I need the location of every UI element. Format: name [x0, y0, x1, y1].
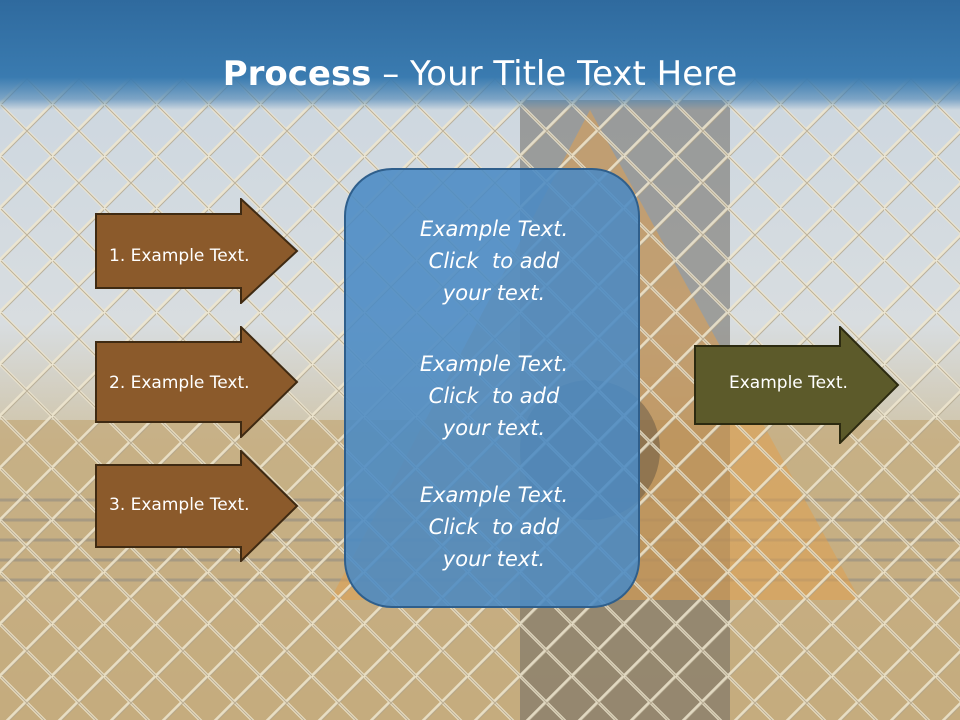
title-band	[0, 0, 960, 110]
arrow-step-3-label: 3. Example Text.	[109, 495, 250, 515]
title-bold: Process	[222, 54, 372, 94]
text-block-1-line-1: Example Text.	[419, 217, 569, 241]
text-block-3-line-1: Example Text.	[419, 483, 569, 507]
arrow-step-1[interactable]: 1. Example Text.	[95, 198, 299, 304]
arrow-output[interactable]: Example Text.	[694, 326, 900, 444]
title-rest: – Your Title Text Here	[371, 54, 738, 94]
text-block-3-line-3: your text.	[442, 547, 546, 571]
page-title[interactable]: Process – Your Title Text Here	[0, 52, 960, 96]
arrow-output-label: Example Text.	[729, 373, 848, 393]
arrow-step-3[interactable]: 3. Example Text.	[95, 450, 299, 562]
text-block-2-line-1: Example Text.	[419, 352, 569, 376]
text-block-2-line-3: your text.	[442, 416, 546, 440]
text-block-3: Example Text. Click to add your text.	[346, 479, 642, 575]
center-text-box[interactable]: Example Text. Click to add your text. Ex…	[344, 168, 640, 608]
text-block-3-line-2: Click to add	[428, 515, 560, 539]
text-block-1-line-3: your text.	[442, 281, 546, 305]
arrow-step-2-label: 2. Example Text.	[109, 373, 250, 393]
text-block-2-line-2: Click to add	[428, 384, 560, 408]
arrow-step-2[interactable]: 2. Example Text.	[95, 326, 299, 438]
text-block-1: Example Text. Click to add your text.	[346, 213, 642, 309]
arrow-step-1-label: 1. Example Text.	[109, 246, 250, 266]
text-block-2: Example Text. Click to add your text.	[346, 348, 642, 444]
text-block-1-line-2: Click to add	[428, 249, 560, 273]
